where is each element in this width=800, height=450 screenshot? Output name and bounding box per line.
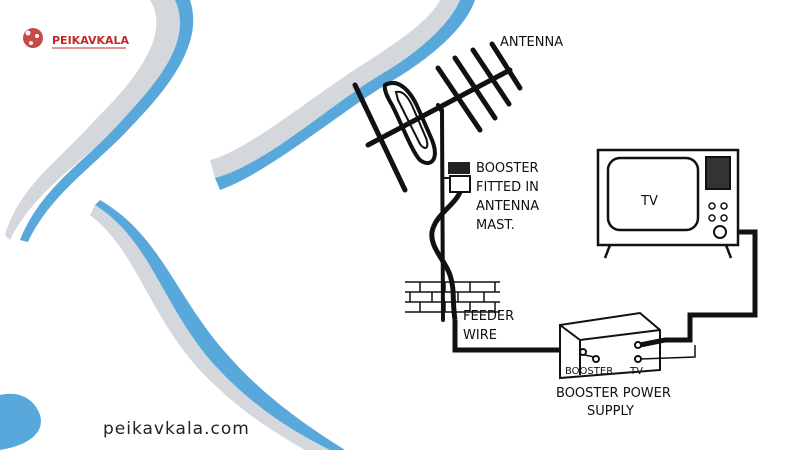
brand-logo: PEIKAVKALA [23,28,130,49]
antenna-element-2 [435,65,483,133]
tv-speaker-grille [705,156,731,190]
tv-cable [639,229,758,348]
wave-gray-top [5,0,180,240]
power-supply-label-line-2: SUPPLY [587,404,634,419]
logo-text: PEIKAVKALA [52,34,130,47]
antenna-element-4 [470,47,512,107]
website-url: peikavkala.com [103,419,250,439]
feeder-label-line-1: FEEDER [463,309,514,324]
booster-power-supply [559,311,661,380]
mast-booster [444,162,471,193]
antenna-label: ANTENNA [500,35,563,50]
power-supply-label-line-1: BOOSTER POWER [556,386,671,401]
booster-label-line-3: ANTENNA [476,199,539,214]
tv-screen [606,156,700,232]
tv-set [596,148,740,259]
feeder-label-line-2: WIRE [463,328,497,343]
tv-label: TV [640,194,658,209]
tv-knob-4 [720,214,728,222]
wave-blue-corner [0,393,41,450]
wave-blue-bottom [95,200,345,450]
booster-cable [429,190,463,321]
tv-knob-2 [720,202,728,210]
wave-gray-right [210,0,460,178]
brick-wall [405,281,500,313]
antenna-element-1 [352,82,408,193]
background-waves [0,0,475,450]
port-booster-bottom [592,355,600,363]
wave-blue-right [215,0,475,190]
port-tv-label: TV [629,366,643,377]
port-booster-label: BOOSTER [565,366,613,377]
tv-knob-3 [708,214,716,222]
booster-label-line-2: FITTED IN [476,180,539,195]
port-booster-top [579,348,587,356]
booster-label-line-4: MAST. [476,218,515,233]
booster-label-line-1: BOOSTER [476,161,539,176]
tv-knob-1 [708,202,716,210]
antenna-element-5 [489,41,523,91]
tv-dial-knob [713,225,727,239]
antenna-element-3 [452,55,498,121]
logo-dots-icon [23,28,43,48]
antenna [352,41,523,322]
antenna-dipole-loop [382,81,437,166]
wave-gray-bottom [90,205,330,450]
wave-blue-top [20,0,194,242]
